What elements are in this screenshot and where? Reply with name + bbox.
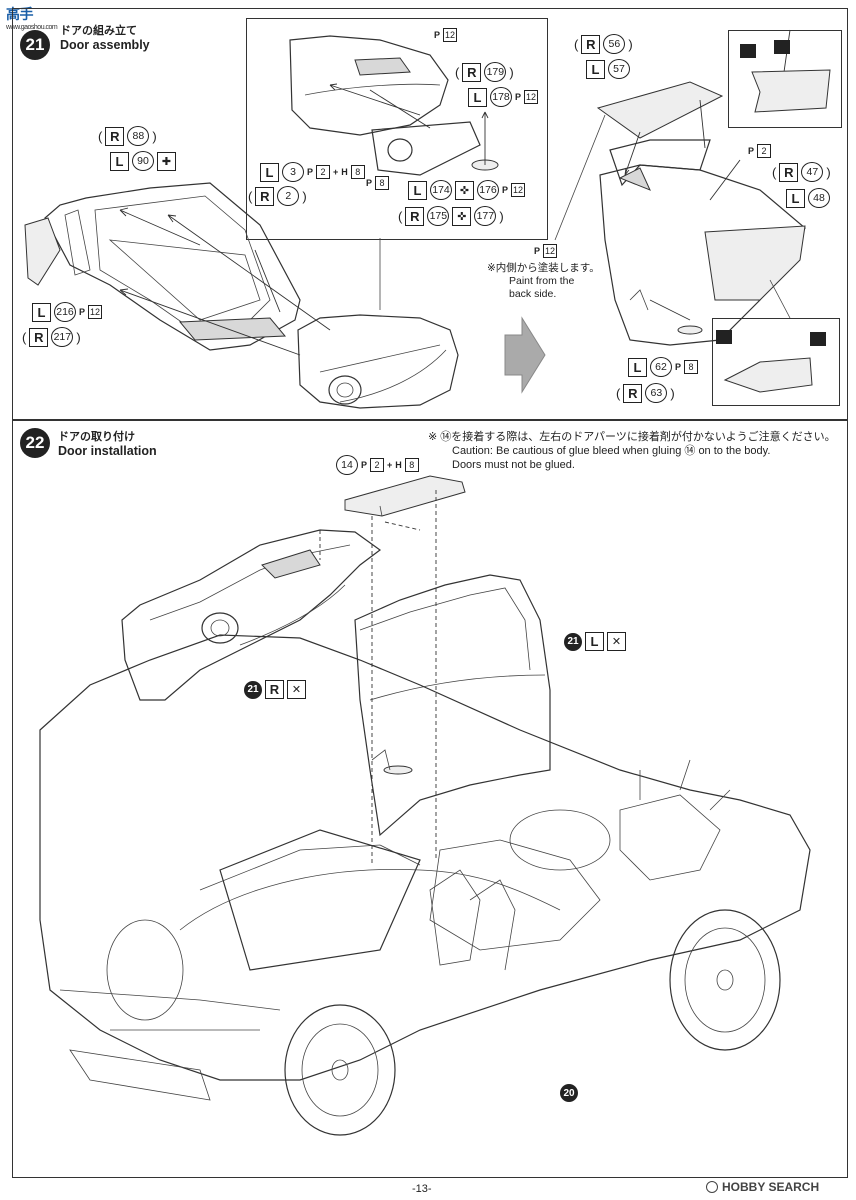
step22-frame	[12, 420, 848, 1178]
glue-icon: ✚	[157, 151, 176, 171]
cement-icon: ✜	[452, 206, 472, 226]
step22-number: 22	[20, 428, 50, 458]
left-door-panel	[24, 182, 301, 351]
no-glue-icon: ✕	[607, 632, 626, 651]
step22-title-en: Door installation	[58, 444, 157, 458]
roof-part-14	[344, 475, 466, 517]
cement-icon: ✜	[455, 180, 474, 200]
step22-title-jp: ドアの取り付け	[58, 431, 135, 443]
step22-drawing	[39, 475, 811, 1136]
step21-number: 21	[20, 30, 50, 60]
footer-brand: HOBBY SEARCH	[706, 1180, 819, 1194]
window-inset-top	[728, 30, 842, 128]
paint-note: ※内側から塗装します。 Paint from the back side.	[487, 262, 600, 300]
page-number: -13-	[412, 1183, 432, 1195]
door-trim-bottom	[297, 314, 459, 409]
no-glue-icon: ✕	[287, 680, 306, 699]
right-door-outer	[596, 81, 806, 346]
step21-frame	[12, 8, 848, 420]
caution-note: ※ ⑭を接着する際は、左右のドアパーツに接着剤が付かないようご注意ください。 C…	[428, 431, 836, 471]
window-inset-bottom	[712, 318, 840, 406]
door-inner-inset	[246, 18, 548, 240]
car-body	[39, 634, 811, 1136]
label-20-body: 20	[560, 1084, 578, 1102]
hobby-search-logo-icon	[706, 1181, 718, 1193]
next-arrow	[504, 316, 546, 394]
right-door-opened	[121, 529, 382, 701]
step21-title-en: Door assembly	[60, 38, 150, 52]
step21-title-jp: ドアの組み立て	[60, 25, 137, 37]
door-trim-top	[289, 35, 499, 176]
step21-drawing	[24, 29, 831, 409]
left-door-opened	[354, 574, 551, 837]
